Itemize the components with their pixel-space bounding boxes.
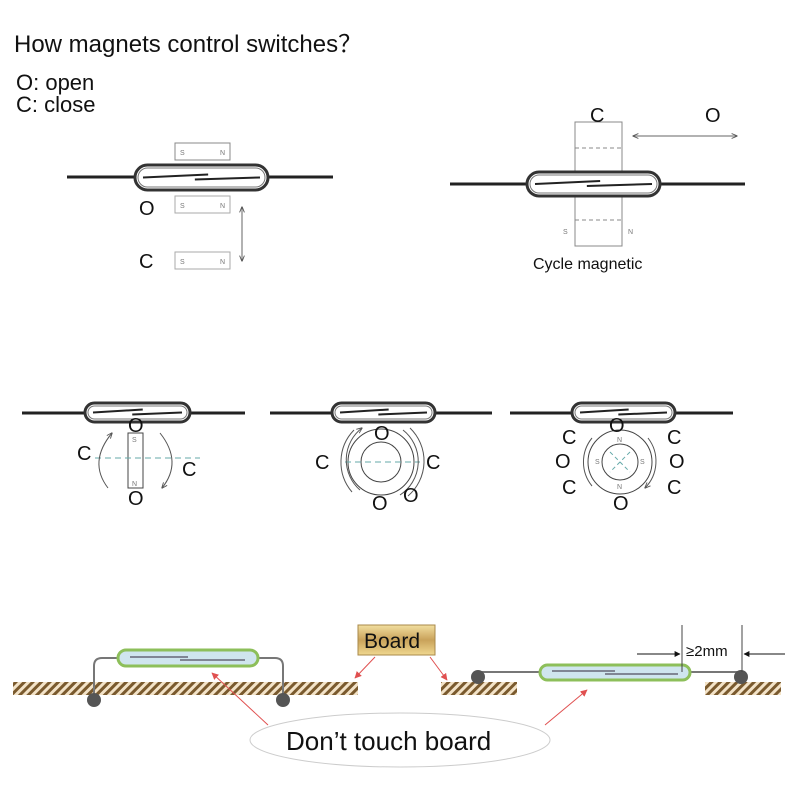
rotation-arrow-icon [645, 437, 657, 488]
rotation-arrow-icon [345, 428, 362, 491]
label-close: C [426, 452, 440, 474]
pointer-arrow-icon [354, 656, 376, 679]
reed-contact [142, 173, 209, 179]
pole-label: S [180, 203, 185, 210]
glass-capsule [570, 401, 677, 424]
glass-capsule-inner [334, 405, 433, 420]
reed-switch [133, 163, 270, 192]
solder-joint [87, 693, 101, 707]
label-open: O [613, 493, 629, 515]
solder-joint [471, 670, 485, 684]
gap-label: ≥2mm [686, 643, 728, 660]
board-right [705, 682, 781, 695]
reed-switch [525, 170, 662, 198]
glass-capsule-inner [574, 405, 673, 420]
label-open: O [128, 488, 144, 510]
diagram-cycle-magnetic: S N C O Cycle magnetic [450, 105, 745, 273]
pointer-arrow-icon [429, 656, 448, 681]
solder-joint [734, 670, 748, 684]
reed-contact [132, 411, 183, 416]
diagram-ring-magnet: O C C O O [270, 401, 492, 515]
label-close: C [77, 443, 91, 465]
label-open: O [139, 198, 155, 220]
pole-label: N [220, 259, 225, 266]
reed-capsule [116, 648, 260, 668]
label-close: C [667, 427, 681, 449]
reed-contact [378, 411, 428, 416]
reed-contact [586, 183, 653, 187]
glass-capsule [330, 401, 437, 424]
pole-label: N [220, 150, 225, 157]
magnet-bar [127, 432, 144, 489]
reed-contact [618, 411, 668, 416]
pole-label: N [132, 481, 137, 488]
label-close: C [315, 452, 329, 474]
label-open: O [374, 423, 390, 445]
glass-capsule-inner [529, 174, 658, 194]
pole-label: S [563, 229, 568, 236]
label-open: O [372, 493, 388, 515]
reed-switch [570, 401, 677, 424]
pole-label: N [617, 484, 622, 491]
glass-capsule [133, 163, 270, 192]
label-close: C [139, 251, 153, 273]
mounting-diagram: Board ≥2mm Don’t touch board [13, 624, 785, 768]
label-open: O [128, 415, 144, 437]
reed-contact [194, 176, 261, 181]
reed-switch [83, 401, 192, 424]
label-open: O [669, 451, 685, 473]
label-open: O [609, 415, 625, 437]
reed-contact [92, 408, 143, 414]
page-title: How magnets control switches？ [14, 31, 362, 58]
pole-label: S [180, 259, 185, 266]
diagram-rotating-bar: S N O O C C [22, 401, 245, 510]
diagram-multipole-ring: N N S S O C O C C O C O [510, 401, 733, 515]
legend-open: O: open [16, 70, 94, 95]
pole-label: S [595, 459, 600, 466]
ring-magnet-outer [587, 429, 653, 495]
reed-contact [534, 180, 601, 185]
caption: Cycle magnetic [533, 256, 642, 273]
pole-label: N [617, 437, 622, 444]
rotation-arrow-icon [159, 432, 173, 488]
board-label: Board [364, 630, 420, 653]
glass-capsule [525, 170, 662, 198]
pole-label: N [628, 229, 633, 236]
reed-switch [330, 401, 437, 424]
pole-label: S [640, 459, 645, 466]
label-close: C [667, 477, 681, 499]
ring-magnet-inner [601, 443, 639, 481]
pointer-arrow-icon [211, 672, 269, 726]
label-close: C [182, 459, 196, 481]
pointer-arrow-icon [544, 689, 588, 726]
glass-capsule [83, 401, 192, 424]
label-close: C [562, 427, 576, 449]
board-mid [441, 682, 517, 695]
label-open: O [403, 485, 419, 507]
rotation-arrow-icon [98, 433, 112, 489]
warning-bubble [249, 712, 551, 768]
reed-contact [579, 408, 629, 414]
legend-close: C: close [16, 92, 95, 117]
pole-label: S [132, 437, 137, 444]
glass-capsule-inner [137, 167, 266, 188]
label-close: C [562, 477, 576, 499]
warning-text: Don’t touch board [286, 726, 491, 756]
pole-label: N [220, 203, 225, 210]
reed-contact [339, 408, 389, 414]
label-open: O [705, 105, 721, 127]
solder-joint [276, 693, 290, 707]
pole-label: S [180, 150, 185, 157]
board-left [13, 682, 358, 695]
reed-capsule [538, 663, 692, 682]
board-label-box [357, 624, 436, 656]
glass-capsule-inner [87, 405, 188, 420]
label-open: O [555, 451, 571, 473]
label-close: C [590, 105, 604, 127]
